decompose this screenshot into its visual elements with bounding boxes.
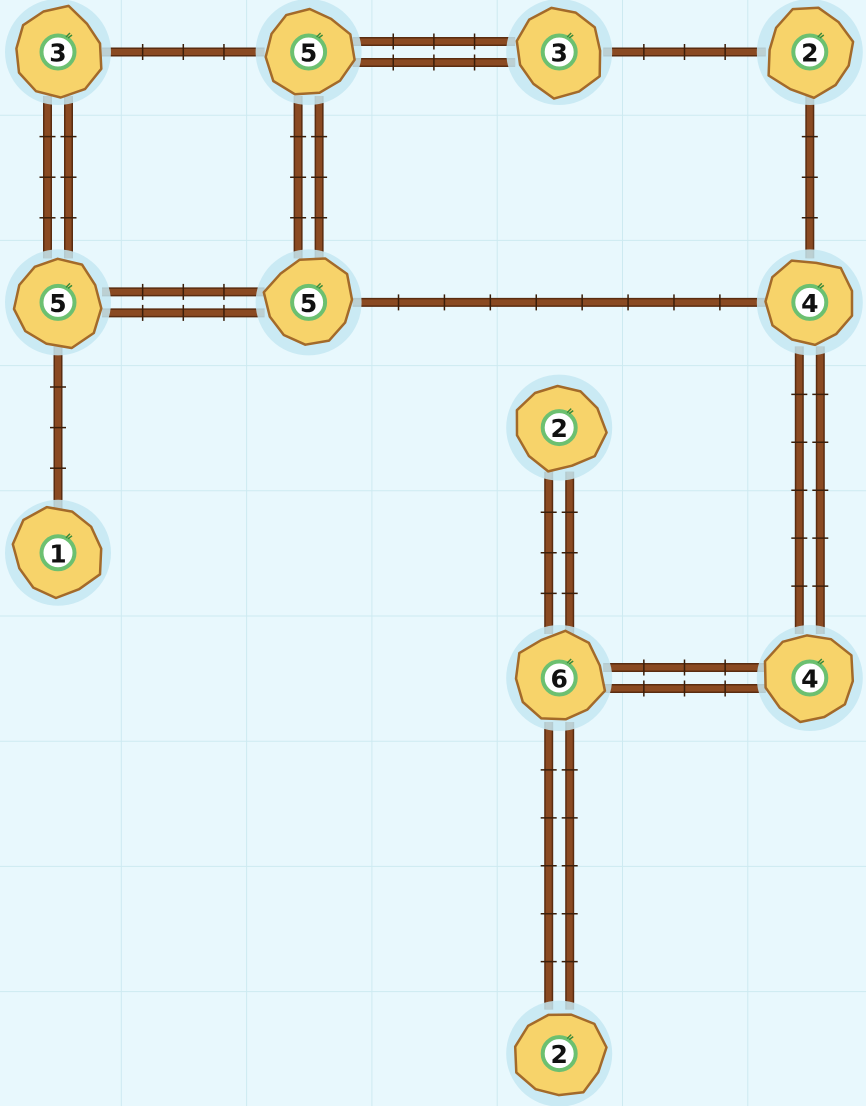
single-bridge[interactable] [102,44,265,60]
double-bridge[interactable] [353,34,516,71]
single-bridge[interactable] [802,96,818,258]
island[interactable]: 5 [256,249,362,355]
island-value: 4 [801,665,818,694]
double-bridge[interactable] [603,660,766,697]
single-bridge[interactable] [603,44,766,60]
island-value: 4 [801,289,818,318]
double-bridge[interactable] [40,96,77,258]
island[interactable]: 2 [757,0,863,105]
double-bridge[interactable] [102,284,265,321]
double-bridge[interactable] [541,722,578,1010]
island[interactable]: 2 [506,1001,612,1106]
island[interactable]: 1 [5,500,111,606]
island[interactable]: 2 [506,375,612,481]
island[interactable]: 6 [506,625,612,731]
island-value: 5 [49,289,66,318]
island-value: 3 [550,39,567,68]
island-value: 3 [49,39,66,68]
island-value: 1 [49,539,66,568]
double-bridge[interactable] [290,96,327,258]
island-value: 6 [550,665,567,694]
island-value: 5 [300,39,317,68]
islands-layer: 3 5 3 2 5 5 4 2 1 6 4 2 [5,0,863,1106]
island[interactable]: 3 [5,0,111,105]
island[interactable]: 4 [757,625,863,731]
island-value: 5 [300,289,317,318]
island[interactable]: 4 [757,249,863,355]
double-bridge[interactable] [791,346,828,634]
single-bridge[interactable] [50,346,66,508]
island[interactable]: 5 [256,0,362,105]
double-bridge[interactable] [541,472,578,634]
island-value: 2 [550,414,567,443]
bridges-layer [40,34,829,1010]
island-value: 2 [801,39,818,68]
island[interactable]: 3 [506,0,612,105]
single-bridge[interactable] [353,294,766,310]
island-value: 2 [550,1040,567,1069]
island[interactable]: 5 [5,249,111,355]
